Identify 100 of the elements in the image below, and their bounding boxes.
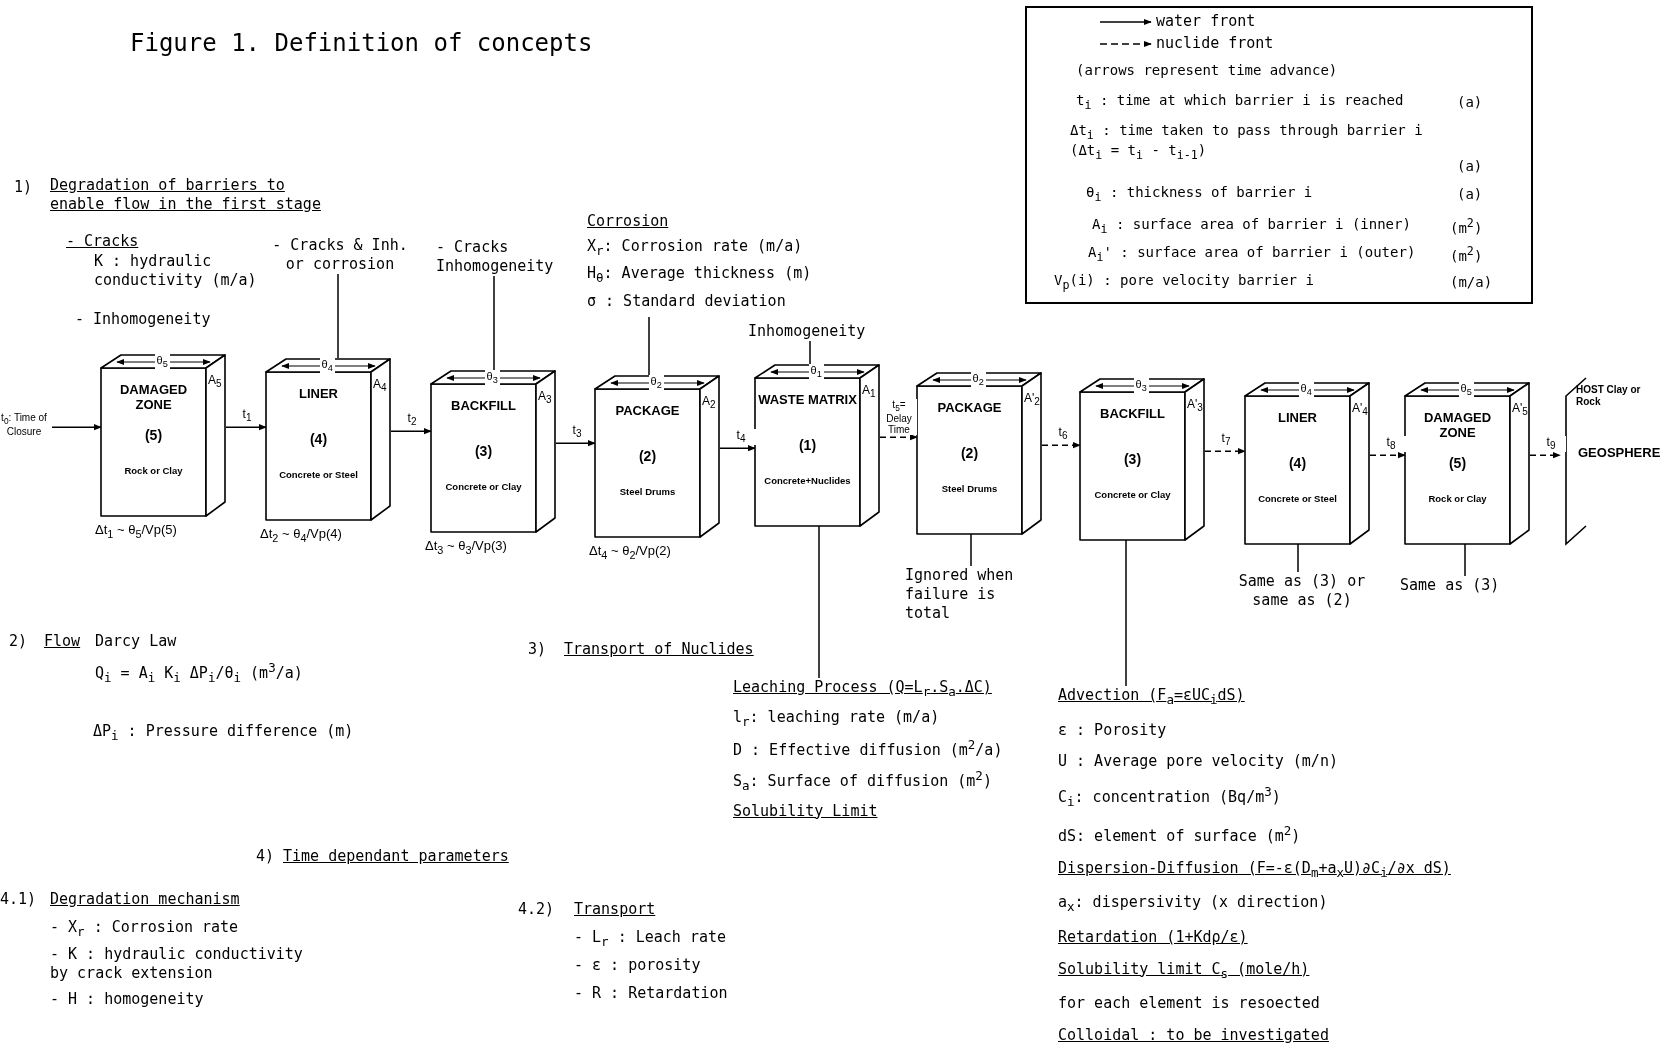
barrier-number: (3) [473,443,494,460]
material-label: Concrete or Steel [1257,493,1338,505]
block-title: DAMAGED ZONE [118,382,189,413]
subsection-heading: Corrosion [587,212,670,231]
block-title: LINER [1277,410,1318,426]
section-number: 2) [9,632,29,651]
definition-text: A$_{i}$' : surface area of barrier i (outer) [1088,244,1417,265]
definition-text: V$_{p}$(i) : pore velocity barrier i [1054,272,1315,293]
area-label: A$_{3}$ [538,390,552,407]
barrier-block [1245,382,1370,544]
area-label: A'$_{4}$ [1352,402,1368,419]
section-heading: Transport of Nuclides [564,640,755,659]
annotation-text: Ignored when failure is total [905,566,1025,623]
barrier-number: (3) [1122,451,1143,468]
section-heading: Time dependant parameters [283,847,510,866]
definition-text: ε : Porosity [1058,720,1168,740]
edge-label: t$_{0}$: Time of Closure [0,412,48,438]
legend-text: water front [1156,12,1256,31]
block-title: PACKAGE [614,403,681,419]
barrier-number: (2) [959,445,980,462]
area-label: A$_{2}$ [702,395,716,412]
annotation-text: Same as (3) or same as (2) [1238,572,1366,610]
barrier-block [1080,378,1205,540]
section-number: 4.1) [0,890,38,909]
definition-text: - ε : porosity [574,956,702,975]
unit-label: (a) [1457,158,1484,176]
leader-line [337,273,339,359]
section-heading: Degradation mechanism [50,890,241,909]
section-number: 4.2) [518,900,556,919]
flow-arrow [390,428,432,435]
definition-text: - L$_{r}$ : Leach rate [574,928,728,950]
flow-arrow [1529,452,1561,459]
subsection-heading: Advection (F$_{a}$=εUC$_{i}$dS) [1058,686,1246,708]
material-label: Concrete+Nuclides [763,475,852,487]
unit-label: (m/a) [1450,274,1494,292]
note-text: - Inhomogeneity [75,310,212,329]
unit-label: (a) [1457,186,1484,204]
barrier-number: (4) [1287,455,1308,472]
area-label: A'$_{2}$ [1024,392,1040,409]
material-label: Steel Drums [618,486,677,498]
boundary-title: GEOSPHERE [1578,446,1662,461]
time-formula: Δt$_{3}$ ~ θ$_{3}$/Vp(3) [425,540,507,556]
definition-text: H$_{θ}$: Average thickness (m) [587,264,813,286]
flow-arrow [225,424,267,431]
material-label: Steel Drums [940,483,999,495]
barrier-block [595,375,720,537]
barrier-number: (4) [308,431,329,448]
definition-text: t$_{i}$ : time at which barrier i is reached [1076,92,1405,113]
leader-line [493,275,495,371]
definition-text: - R : Retardation [574,984,729,1003]
subsection-heading: Solubility Limit [733,801,879,821]
flow-arrow [1041,442,1081,449]
annotation-text: - Cracks Inhomogeneity [436,238,571,276]
block-title: BACKFILL [450,398,517,414]
subsection-heading: Colloidal : to be investigated [1058,1025,1330,1045]
definition-text: ΔP$_{i}$ : Pressure difference (m) [93,722,355,744]
boundary-label: HOST Clay or Rock [1576,384,1642,407]
time-formula: Δt$_{2}$ ~ θ$_{4}$/Vp(4) [260,528,342,544]
barrier-block [266,358,391,520]
material-label: Rock or Clay [1427,493,1488,505]
definition-text: C$_{i}$: concentration (Bq/m$^{3}$) [1058,784,1282,810]
flow-arrow [1369,452,1406,459]
definition-text: for each element is resoected [1058,994,1321,1013]
definition-text: - H : homogeneity [50,990,205,1009]
leader-line [648,316,650,376]
definition-text: - X$_{r}$ : Corrosion rate [50,918,240,940]
unit-label: (m$^{2}$) [1450,244,1484,266]
leader-line [1125,539,1127,687]
block-title: DAMAGED ZONE [1422,410,1493,441]
definition-text: - K : hydraulic conductivity by crack extension [50,945,304,983]
leader-line [818,525,820,679]
definition-text: Δt$_{i}$ : time taken to pass through barrier i (Δt$_{i}$ = t$_{i}$ - t$_{i-1}$) [1070,122,1424,163]
subsection-heading: Retardation (1+Kdρ/ε) [1058,927,1249,947]
barrier-block [431,370,556,532]
leader-line [970,533,972,567]
annotation-text: Same as (3) [1400,576,1510,595]
block-title: WASTE MATRIX [758,392,857,408]
section-number: 1) [14,178,34,197]
section-heading: Transport [574,900,657,919]
formula-text: Q$_{i}$ = A$_{i}$ K$_{i}$ ΔP$_{i}$/θ$_{i}$ (m$^{3}$/a) [95,660,304,686]
definition-text: a$_{x}$: dispersivity (x direction) [1058,893,1329,915]
block-title: PACKAGE [936,400,1003,416]
subsection-heading: Solubility limit C$_{s}$ (mole/h) [1058,959,1311,982]
material-label: Concrete or Clay [1093,489,1172,501]
definition-text: dS: element of surface (m$^{2}$) [1058,822,1302,846]
definition-text: X$_{r}$: Corrosion rate (m/a) [587,236,804,259]
figure-title: Figure 1. Definition of concepts [130,28,593,58]
annotation-text: Inhomogeneity [748,322,873,341]
unit-label: (m$^{2}$) [1450,216,1484,238]
flow-arrow [879,434,918,441]
barrier-block [1405,382,1530,544]
flow-arrow [555,440,596,447]
leader-line [809,340,811,365]
area-label: A$_{4}$ [373,378,387,395]
definition-text: U : Average pore velocity (m/n) [1058,752,1339,772]
definition-text: θ$_{i}$ : thickness of barrier i [1086,184,1314,205]
area-label: A$_{1}$ [862,384,876,401]
section-heading: Flow [44,632,82,651]
material-label: Rock or Clay [123,465,184,477]
barrier-number: (2) [637,448,658,465]
